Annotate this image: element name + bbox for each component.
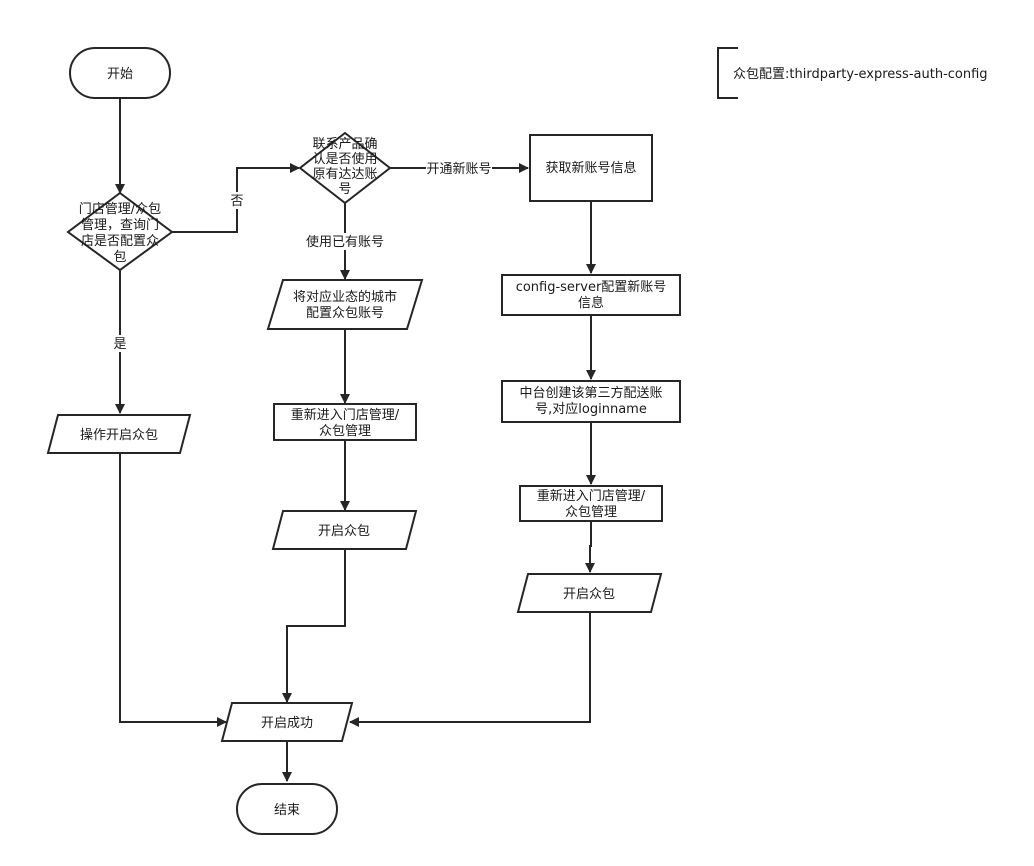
edge-enable-to-success (282, 549, 346, 703)
edge-labels: 否 是 使用已有账号 开通新账号 (112, 160, 492, 352)
node-confirm-product: 联系产品确 认是否使用 原有达达账 号 (298, 131, 392, 205)
node-get-new-account: 获取新账号信息 (529, 134, 653, 202)
edge-label-open-new: 开通新账号 (426, 161, 491, 177)
node-reenter-mid-line-1: 重新进入门店管理/ (291, 407, 400, 423)
node-confirm-product-line-2: 认是否使用 (312, 151, 377, 167)
node-config-city-line-2: 配置众包账号 (306, 306, 384, 321)
annotation-label: 众包配置:thirdparty-express-auth-config (733, 67, 988, 82)
node-create-third-line-1: 中台创建该第三方配送账 (519, 385, 662, 401)
node-reenter-right: 重新进入门店管理/ 众包管理 (519, 485, 663, 522)
node-success-label: 开启成功 (261, 716, 313, 731)
edge-label-use-existing: 使用已有账号 (306, 234, 384, 250)
node-op-enable: 操作开启众包 (46, 414, 192, 454)
node-check-store-line-1: 门店管理/众包 (79, 202, 161, 217)
edge-op-to-success (119, 453, 227, 727)
node-config-server-line-2: 信息 (578, 295, 604, 311)
edge-enable-right-to-success (349, 612, 591, 727)
node-config-server: config-server配置新账号 信息 (501, 274, 681, 316)
node-config-city-line-1: 将对应业态的城市 (293, 289, 397, 305)
node-reenter-right-line-2: 众包管理 (565, 505, 617, 520)
node-success: 开启成功 (220, 702, 354, 742)
node-check-store-line-2: 管理，查询门 (81, 218, 159, 233)
node-config-server-line-1: config-server配置新账号 (516, 279, 667, 295)
node-enable-right: 开启众包 (516, 573, 663, 613)
node-enable-mid: 开启众包 (271, 510, 418, 550)
edge-label-yes: 是 (113, 337, 126, 352)
edge-label-no: 否 (230, 194, 243, 209)
edge-reenter-to-enable-right (585, 521, 595, 573)
node-create-third: 中台创建该第三方配送账 号,对应loginname (501, 380, 681, 423)
node-confirm-product-line-3: 原有达达账 (312, 167, 377, 182)
node-get-new-account-label: 获取新账号信息 (545, 160, 636, 176)
node-reenter-mid: 重新进入门店管理/ 众包管理 (273, 403, 417, 441)
node-confirm-product-line-4: 号 (338, 182, 351, 197)
node-reenter-mid-line-2: 众包管理 (319, 424, 371, 439)
node-check-store-line-4: 包 (113, 250, 126, 265)
node-enable-right-label: 开启众包 (563, 587, 615, 602)
node-start: 开始 (69, 47, 171, 99)
annotation: 众包配置:thirdparty-express-auth-config (717, 47, 988, 99)
node-enable-mid-label: 开启众包 (318, 524, 370, 539)
node-start-label: 开始 (107, 67, 133, 82)
node-reenter-right-line-1: 重新进入门店管理/ (537, 488, 646, 504)
node-end: 结束 (236, 783, 338, 835)
node-check-store-line-3: 店是否配置众 (81, 234, 159, 249)
node-confirm-product-line-1: 联系产品确 (312, 137, 377, 152)
node-end-label: 结束 (274, 803, 300, 818)
node-op-enable-label: 操作开启众包 (80, 427, 158, 443)
node-check-store: 门店管理/众包 管理，查询门 店是否配置众 包 (66, 191, 174, 272)
annotation-bracket (717, 47, 738, 99)
node-config-city: 将对应业态的城市 配置众包账号 (266, 279, 424, 330)
node-create-third-line-2: 号,对应loginname (535, 401, 647, 417)
